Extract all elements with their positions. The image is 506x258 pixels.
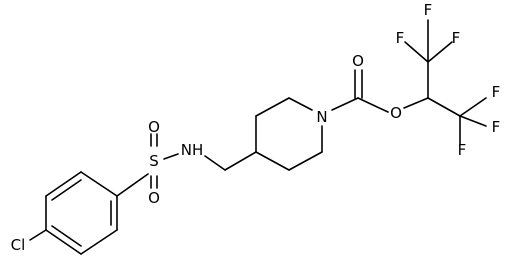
bond [224, 151, 257, 171]
atom-label-carbonyl-oxygen: O [352, 52, 364, 70]
atom-label-piperidine-nitrogen: N [316, 108, 327, 126]
bond [163, 153, 179, 160]
bond [459, 115, 487, 127]
aromatic-bond [51, 225, 82, 247]
atom-label-sulfonyl-oxygen-bottom: O [148, 189, 160, 207]
bond [45, 171, 82, 197]
bond [331, 97, 359, 111]
atom-label-sulfur: S [149, 152, 159, 170]
bond [255, 151, 290, 171]
bond [404, 41, 429, 63]
atom-label-sulfonamide-nitrogen: NH [181, 141, 204, 159]
bond [288, 97, 313, 111]
bond [427, 41, 453, 63]
atom-label-fluorine: F [424, 1, 433, 19]
atom-label-sulfonyl-oxygen-top: O [148, 118, 160, 136]
atom-label-fluorine: F [458, 141, 467, 159]
bond [288, 151, 323, 171]
atom-label-layer: Cl S O O NH N O O F F F F F F [11, 1, 501, 254]
atom-label-ester-oxygen: O [390, 104, 402, 122]
bond [357, 97, 389, 113]
bond [29, 229, 47, 241]
atom-label-fluorine: F [492, 118, 501, 136]
bond-layer [29, 19, 487, 255]
bond [80, 229, 118, 255]
bond [459, 97, 487, 117]
atom-label-fluorine: F [396, 29, 405, 47]
bond [403, 97, 429, 109]
atom-label-fluorine: F [492, 83, 501, 101]
atom-label-fluorine: F [452, 29, 461, 47]
atom-label-chlorine: Cl [11, 236, 26, 254]
aromatic-bond [51, 179, 82, 201]
bond [116, 173, 149, 197]
bond [427, 97, 461, 117]
bond [45, 229, 82, 255]
bond [204, 155, 226, 171]
bond [80, 171, 118, 197]
bond [255, 97, 290, 117]
